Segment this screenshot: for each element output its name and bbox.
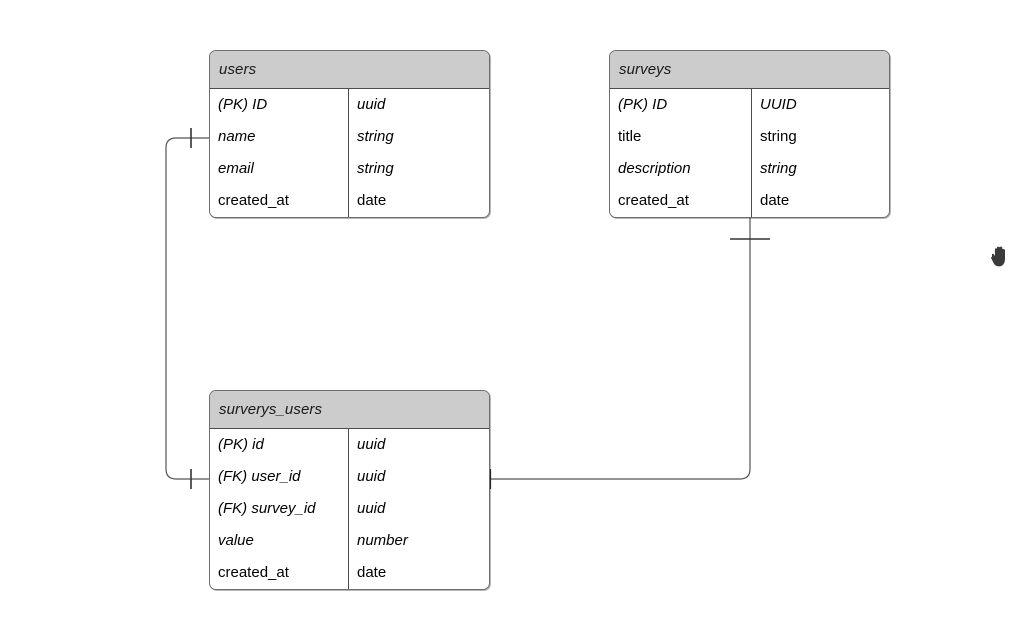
field-name: (FK) survey_id	[218, 500, 316, 517]
field-type: string	[357, 160, 394, 177]
field-type: string	[760, 128, 797, 145]
field-name: created_at	[218, 564, 289, 581]
field-type: uuid	[357, 500, 386, 517]
field-type: uuid	[357, 436, 386, 453]
entity-surveys-rows: (PK) ID UUID title string description st…	[610, 89, 889, 217]
field-name: email	[218, 160, 254, 177]
entity-surverys-users[interactable]: surverys_users (PK) id uuid (FK) user_id…	[209, 390, 490, 590]
field-type: date	[760, 192, 790, 209]
field-name: description	[618, 160, 691, 177]
field-name: (PK) ID	[218, 96, 268, 113]
field-type: UUID	[760, 96, 797, 113]
field-name: created_at	[618, 192, 689, 209]
field-type: date	[357, 192, 387, 209]
table-row[interactable]: value number	[210, 525, 489, 557]
table-row[interactable]: description string	[610, 153, 889, 185]
entity-surverys-users-rows: (PK) id uuid (FK) user_id uuid (FK) surv…	[210, 429, 489, 589]
table-row[interactable]: (FK) user_id uuid	[210, 461, 489, 493]
table-row[interactable]: created_at date	[210, 185, 489, 217]
entity-users[interactable]: users (PK) ID uuid name string email str…	[209, 50, 490, 218]
relationship-users-surverys-users	[165, 128, 209, 489]
entity-users-header[interactable]: users	[210, 51, 489, 89]
entity-surverys-users-title: surverys_users	[219, 401, 323, 418]
table-row[interactable]: (PK) id uuid	[210, 429, 489, 461]
column-divider	[348, 429, 349, 589]
field-type: string	[357, 128, 394, 145]
table-row[interactable]: title string	[610, 121, 889, 153]
field-type: uuid	[357, 96, 386, 113]
entity-surveys[interactable]: surveys (PK) ID UUID title string descri…	[609, 50, 890, 218]
table-row[interactable]: (FK) survey_id uuid	[210, 493, 489, 525]
entity-surverys-users-header[interactable]: surverys_users	[210, 391, 489, 429]
field-type: string	[760, 160, 797, 177]
field-name: (FK) user_id	[218, 468, 301, 485]
field-name: (PK) id	[218, 436, 264, 453]
field-name: created_at	[218, 192, 289, 209]
entity-users-rows: (PK) ID uuid name string email string cr…	[210, 89, 489, 217]
table-row[interactable]: email string	[210, 153, 489, 185]
field-type: uuid	[357, 468, 386, 485]
entity-users-title: users	[219, 61, 257, 78]
relationship-surveys-surverys-users	[488, 218, 770, 489]
field-name: name	[218, 128, 256, 145]
column-divider	[751, 89, 752, 217]
entity-surveys-title: surveys	[619, 61, 672, 78]
table-row[interactable]: created_at date	[210, 557, 489, 589]
entity-surveys-header[interactable]: surveys	[610, 51, 889, 89]
table-row[interactable]: (PK) ID UUID	[610, 89, 889, 121]
column-divider	[348, 89, 349, 217]
table-row[interactable]: name string	[210, 121, 489, 153]
field-type: number	[357, 532, 408, 549]
field-type: date	[357, 564, 387, 581]
table-row[interactable]: (PK) ID uuid	[210, 89, 489, 121]
field-name: title	[618, 128, 642, 145]
field-name: value	[218, 532, 254, 549]
table-row[interactable]: created_at date	[610, 185, 889, 217]
field-name: (PK) ID	[618, 96, 668, 113]
